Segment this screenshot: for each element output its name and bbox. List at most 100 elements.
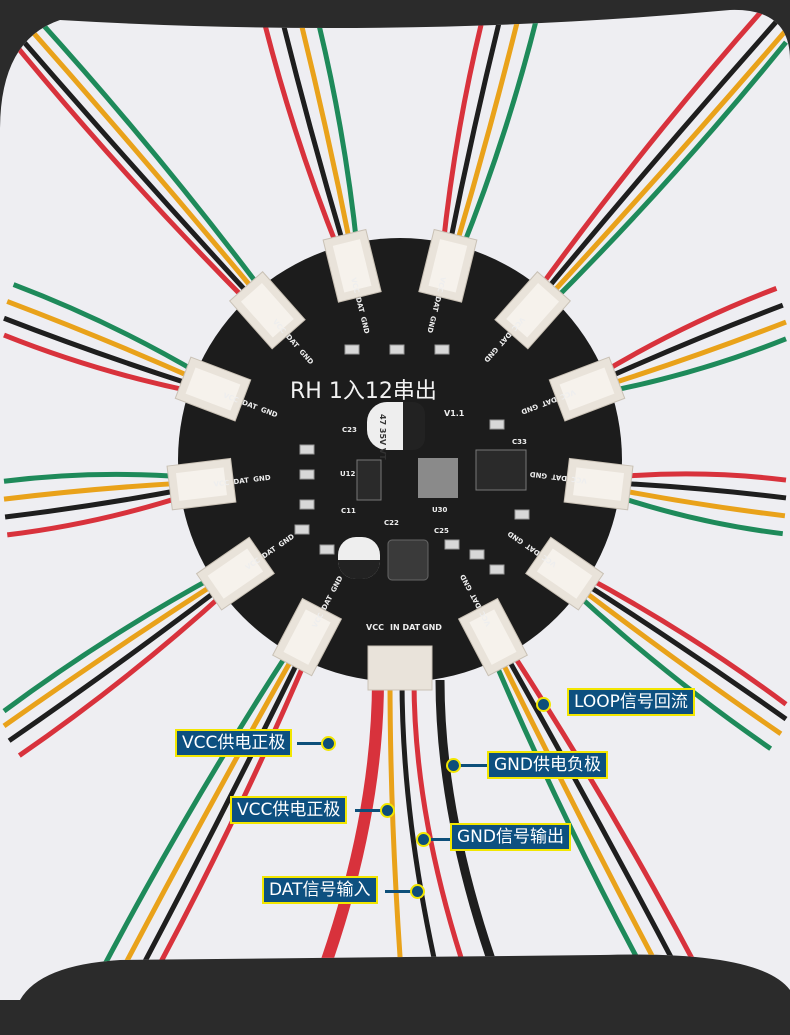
input-pin-label: IN DAT xyxy=(390,623,421,632)
wire xyxy=(611,492,784,537)
pin-label: VCC xyxy=(349,277,361,294)
wire xyxy=(577,577,788,722)
smd-component xyxy=(299,444,315,455)
smd-component xyxy=(489,419,505,430)
part-c23: C23 xyxy=(342,426,357,434)
wire xyxy=(311,9,360,250)
part-u12: U12 xyxy=(340,470,356,478)
output-connector xyxy=(563,457,634,511)
gnd-power-marker xyxy=(446,758,461,773)
wire xyxy=(596,286,778,378)
wire xyxy=(2,572,220,714)
capacitor-top xyxy=(367,402,425,450)
wire xyxy=(538,16,782,299)
input-wire xyxy=(387,679,405,986)
wire xyxy=(495,650,673,992)
output-connector xyxy=(525,536,605,611)
output-connector xyxy=(195,536,275,611)
dat-input-marker xyxy=(410,884,425,899)
capacitor-bottom xyxy=(338,537,380,579)
wire xyxy=(598,302,784,384)
wire xyxy=(573,582,783,736)
wire xyxy=(8,9,262,299)
wire xyxy=(293,9,354,252)
wire xyxy=(451,9,524,253)
smd-component xyxy=(514,509,530,520)
wire xyxy=(22,9,267,295)
input-wire xyxy=(411,679,473,986)
input-pin-label: VCC xyxy=(366,623,384,632)
output-connector xyxy=(272,597,343,677)
pin-label: GND xyxy=(425,315,437,334)
wire xyxy=(547,40,788,307)
wire xyxy=(446,9,507,252)
part-c11: C11 xyxy=(341,507,356,515)
wire xyxy=(6,492,189,538)
wire xyxy=(127,650,305,992)
callout-gnd-power: GND供电负极 xyxy=(487,751,608,779)
capacitor-marking: 47 35V VT xyxy=(378,414,387,460)
output-connector xyxy=(174,356,252,422)
part-c22: C22 xyxy=(384,519,399,527)
regulator-chip xyxy=(418,458,458,498)
wire xyxy=(3,315,199,389)
pin-label: DAT xyxy=(354,296,366,313)
callout-loop: LOOP信号回流 xyxy=(567,688,695,716)
wire xyxy=(7,582,227,743)
callout-vcc-wire: VCC供电正极 xyxy=(230,796,348,824)
smd-component xyxy=(319,544,335,555)
input-wire xyxy=(399,679,443,986)
wire xyxy=(533,9,768,295)
pin-label: DAT xyxy=(551,472,568,482)
input-pin-label: GND xyxy=(422,623,442,632)
board-title: RH 1入12串出 xyxy=(290,379,437,404)
wire xyxy=(2,29,253,307)
part-c33: C33 xyxy=(512,438,527,446)
part-u30: U30 xyxy=(432,506,448,514)
smd-component xyxy=(434,344,450,355)
callout-vcc-power: VCC供电正极 xyxy=(175,729,293,757)
wire xyxy=(580,572,788,707)
pin-label: VCC xyxy=(435,276,447,293)
wire xyxy=(95,644,295,979)
wire xyxy=(542,28,788,303)
wire xyxy=(3,480,187,502)
wire xyxy=(613,480,787,501)
inductor xyxy=(387,539,429,581)
smd-component xyxy=(344,344,360,355)
pcb-board xyxy=(178,238,622,682)
wire xyxy=(2,17,258,303)
wire xyxy=(2,577,223,728)
output-connector xyxy=(548,356,626,422)
vcc-wire-marker xyxy=(380,803,395,818)
wire xyxy=(612,486,786,519)
connectors xyxy=(166,228,634,691)
wire xyxy=(614,471,787,483)
part-designators: C23 U12 C11 C22 U30 C25 C33 xyxy=(340,426,527,535)
wire xyxy=(143,653,311,992)
wire xyxy=(457,9,542,255)
wire xyxy=(500,647,689,987)
output-connector xyxy=(418,228,478,303)
board-version: V1.1 xyxy=(444,409,465,418)
pin-label: VCC xyxy=(213,479,230,489)
pin-label: DAT xyxy=(233,476,250,486)
smd-component xyxy=(469,549,485,560)
smd-component xyxy=(299,469,315,480)
wire xyxy=(3,471,186,484)
pin-label: GND xyxy=(529,470,547,480)
wire xyxy=(276,9,349,253)
output-connector xyxy=(457,597,528,677)
output-connector xyxy=(228,271,306,350)
pin-label: GND xyxy=(253,474,271,484)
wire xyxy=(603,336,787,395)
wire xyxy=(3,332,197,395)
ic-chip xyxy=(475,449,527,491)
pin-label: VCC xyxy=(571,475,588,485)
loop-marker xyxy=(536,697,551,712)
